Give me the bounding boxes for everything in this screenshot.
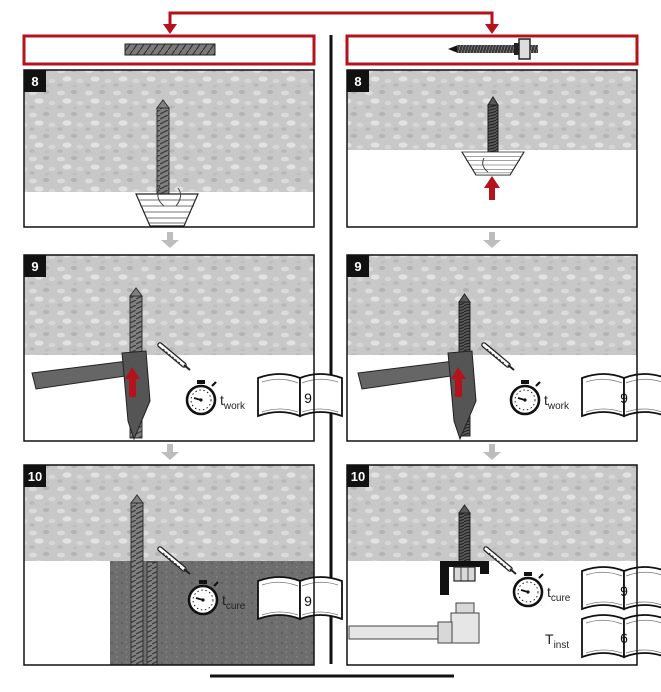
step-number: 10 xyxy=(28,469,42,484)
step-number-badge xyxy=(347,70,369,92)
step-number-badge xyxy=(24,465,46,487)
step-number: 8 xyxy=(31,74,38,89)
push-up-arrow xyxy=(489,186,495,200)
rebar-icon xyxy=(124,43,216,56)
step-panel: twork 9 9 xyxy=(23,254,343,442)
concrete-ceiling xyxy=(347,465,637,561)
manual-page-number: 9 xyxy=(304,593,312,609)
installation-torque-label: Tinst xyxy=(545,631,569,651)
step-panel: tcure 9 10 xyxy=(23,464,343,666)
rebar-column-header xyxy=(22,34,316,66)
step-number-badge xyxy=(24,255,46,277)
rebar xyxy=(130,502,144,666)
rebar xyxy=(156,107,170,209)
step-number: 9 xyxy=(31,259,38,274)
anchor-rod-column-header xyxy=(345,34,639,66)
manual-book-icon xyxy=(257,373,343,417)
flow-arrow xyxy=(161,232,179,248)
working-time-label: twork xyxy=(220,392,246,412)
step-number-badge xyxy=(347,465,369,487)
step-panel: twork 9 9 xyxy=(346,254,661,442)
rebar xyxy=(146,561,158,666)
concrete-ceiling xyxy=(24,465,314,561)
nut xyxy=(453,566,476,582)
torque-wrench-icon xyxy=(348,602,480,644)
manual-page-number: 6 xyxy=(620,630,628,646)
step-panel: 8 xyxy=(346,69,638,228)
step-number: 10 xyxy=(351,469,365,484)
threaded-rod-icon xyxy=(448,38,538,60)
flow-arrow xyxy=(161,444,179,460)
step-number: 9 xyxy=(354,259,361,274)
curing-time-label: tcure xyxy=(222,592,246,612)
step-panel: 8 xyxy=(23,69,315,228)
concrete-ceiling xyxy=(347,255,637,355)
fixture-plate xyxy=(440,561,449,595)
top-split-arrow xyxy=(163,11,499,34)
manual-book-icon xyxy=(257,576,343,620)
curing-time-label: tcure xyxy=(547,584,571,604)
step-number-badge xyxy=(24,70,46,92)
step-number: 8 xyxy=(354,74,361,89)
concrete-ceiling xyxy=(24,255,314,355)
flow-arrow xyxy=(483,232,501,248)
step-panel: tcure 9 Tinst 6 10 xyxy=(346,464,661,666)
manual-page-number: 9 xyxy=(304,390,312,406)
step-number-badge xyxy=(347,255,369,277)
manual-page-number: 9 xyxy=(620,390,628,406)
working-time-label: twork xyxy=(544,392,570,412)
manual-page-number: 9 xyxy=(620,583,628,599)
flow-arrow xyxy=(483,444,501,460)
